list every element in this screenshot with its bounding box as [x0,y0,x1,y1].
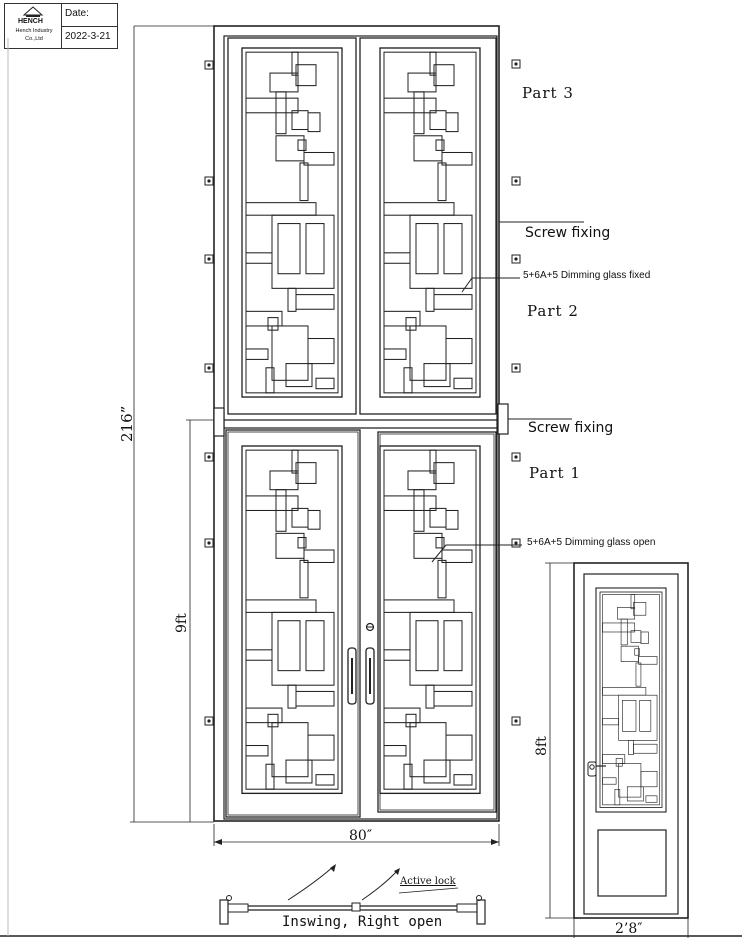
dimension-label-lower-height: 9ft [174,613,190,633]
company-name-line1: Hench Industry [15,28,53,34]
label-glass-open: 5+6A+5 Dimming glass open [527,537,656,548]
date-value-cell: 2022-3-21 [62,27,117,48]
dimension-overall-height [130,25,214,823]
dimension-label-overall-height: 216” [118,405,136,442]
dimension-label-side-door-width: 2’8″ [615,921,643,937]
date-label: Date: [65,8,89,19]
title-block: HENCH Hench Industry Co.,Ltd Date: 2022-… [4,3,118,49]
logo-wordmark: HENCH [18,18,43,25]
upper-right-panel [359,37,497,415]
date-value: 2022-3-21 [65,31,111,42]
left-door-leaf [225,429,361,818]
company-logo: HENCH Hench Industry Co.,Ltd [5,4,62,48]
label-screw-fixing-lower: Screw fixing [528,420,614,436]
label-part-2: Part 2 [527,302,579,320]
dimension-label-overall-width: 80″ [349,828,373,844]
dimension-overall-width [213,824,500,846]
label-active-lock: Active lock [400,876,456,887]
label-glass-fixed: 5+6A+5 Dimming glass fixed [523,270,651,281]
date-label-cell: Date: [62,4,117,27]
door-handles [347,622,375,705]
outer-frame [213,25,509,822]
right-door-leaf [377,431,497,813]
house-logo-icon [22,6,44,17]
company-name-line2: Co.,Ltd [25,36,43,42]
dimension-lower-height [186,419,214,822]
leader-lines [398,221,584,894]
label-part-3: Part 3 [522,84,574,102]
swing-plan-diagram [219,864,486,925]
label-part-1: Part 1 [529,464,581,482]
dimension-label-side-door-height: 8ft [534,736,550,756]
label-swing-caption: Inswing, Right open [282,914,443,930]
upper-left-panel [227,37,357,415]
label-screw-fixing-upper: Screw fixing [525,225,611,241]
side-door-elevation [545,562,689,938]
